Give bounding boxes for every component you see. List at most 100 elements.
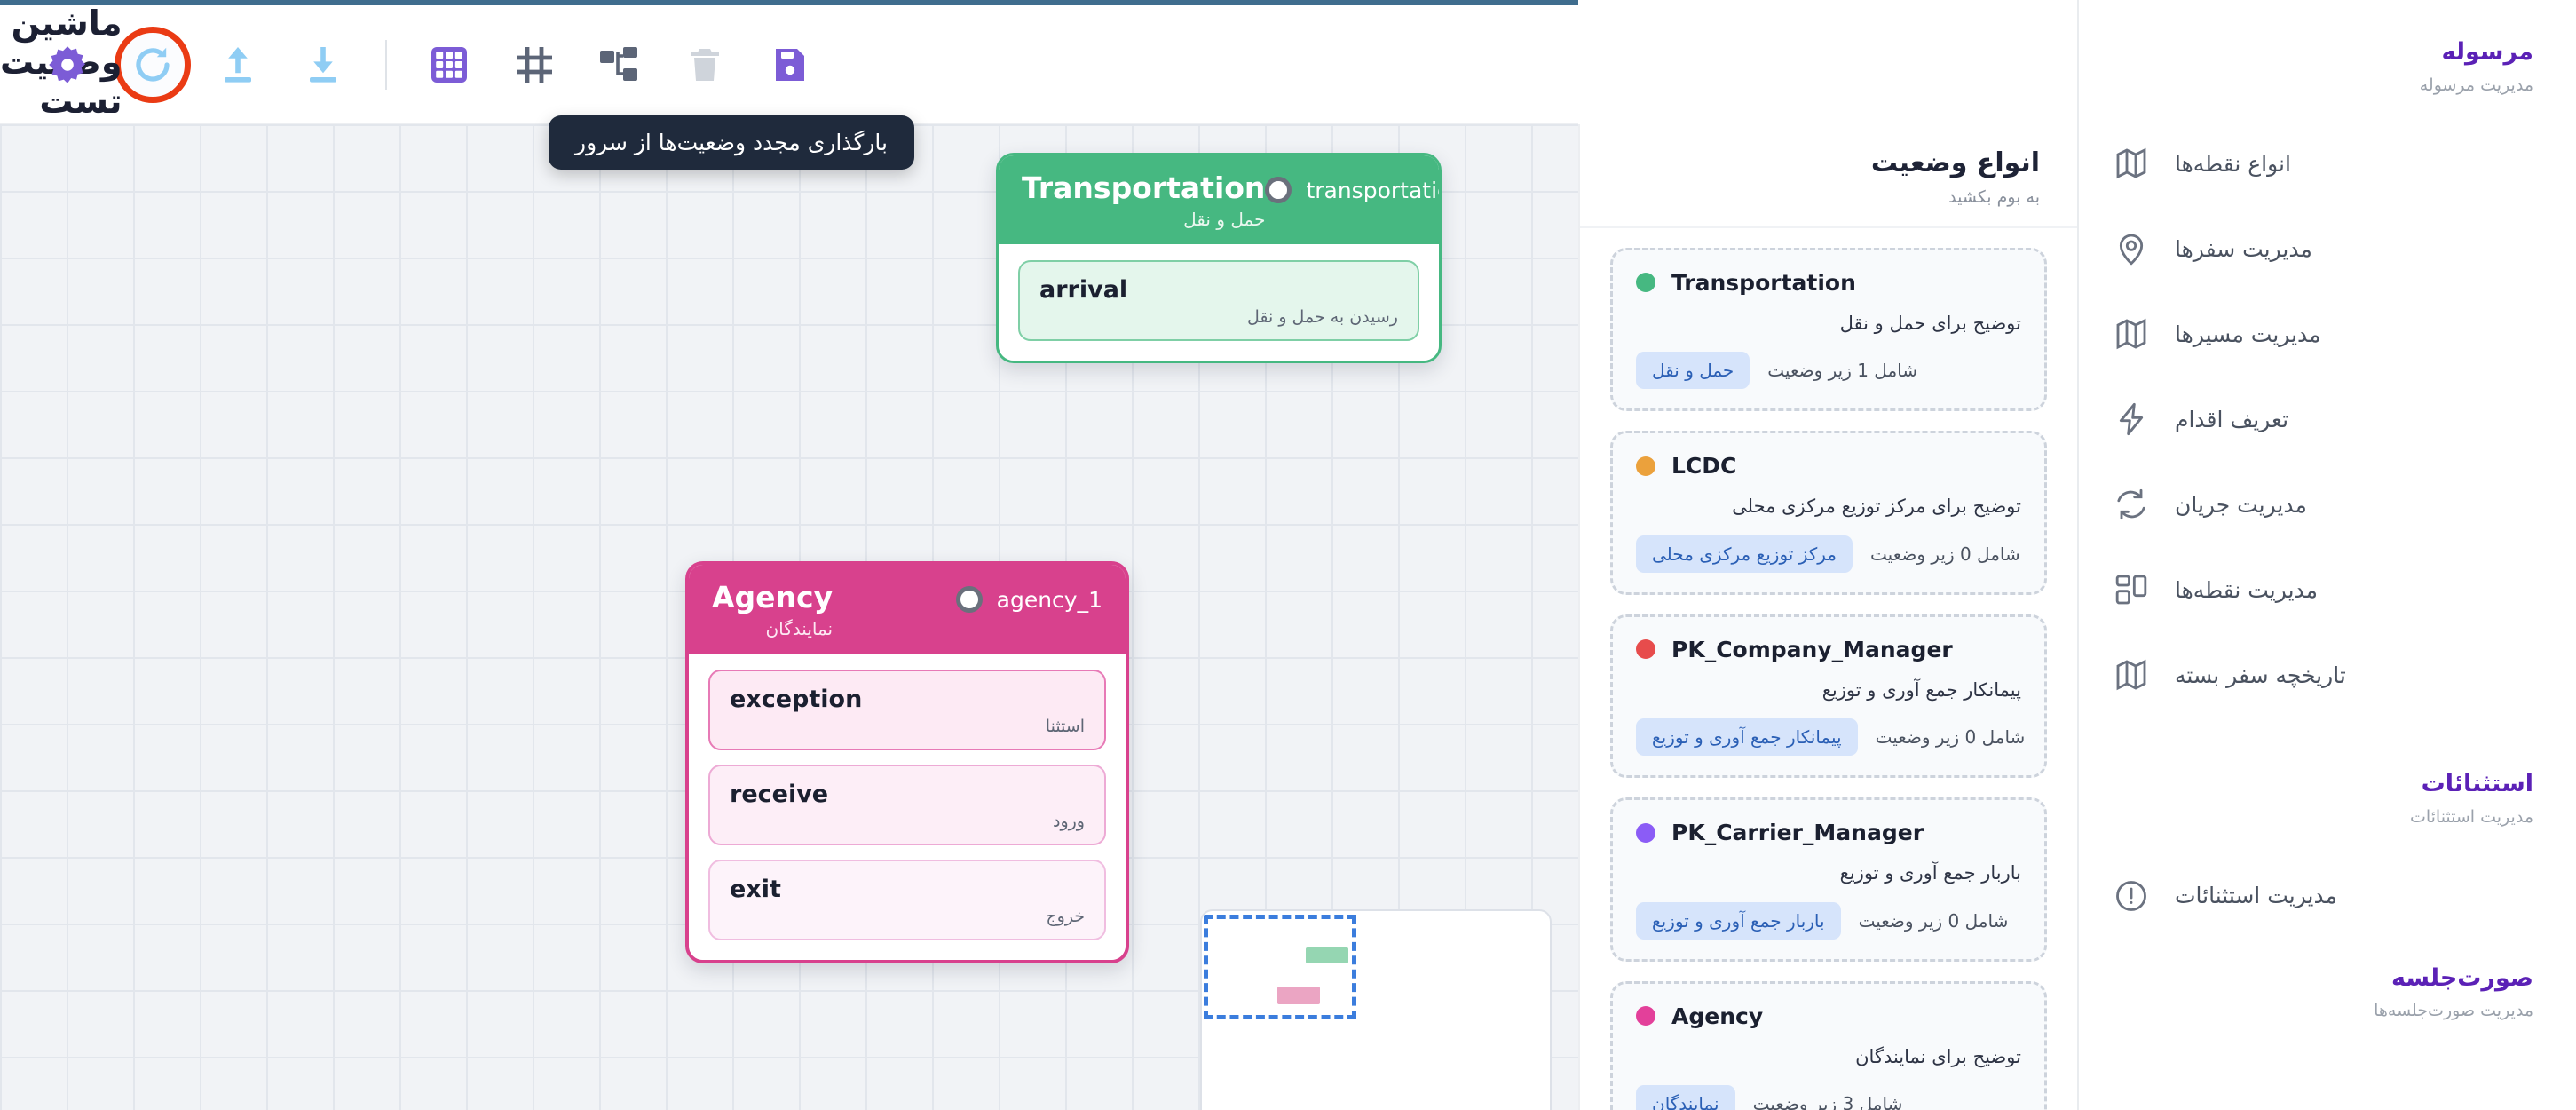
download-icon bbox=[310, 47, 336, 83]
minimap-node-agency bbox=[1277, 987, 1320, 1004]
sidebar-group-parcel: مرسوله مدیریت مرسوله bbox=[2104, 36, 2533, 98]
card-footer: شامل 0 زیر وضعیت مرکز توزیع مرکزی محلی bbox=[1636, 535, 2021, 573]
sidebar-item-parcel-history[interactable]: تاریخچه سفر بسته bbox=[2104, 632, 2533, 718]
state-type-card[interactable]: Transportation توضیح برای حمل و نقل شامل… bbox=[1610, 247, 2047, 411]
sub-state-name: receive bbox=[730, 780, 829, 808]
sidebar-spacer bbox=[2104, 718, 2533, 767]
card-top: PK_Company_Manager bbox=[1636, 637, 2021, 662]
alert-circle-icon bbox=[2111, 876, 2152, 916]
node-header-left: Transportation حمل و نقل bbox=[1022, 171, 1265, 230]
sidebar-item-actions[interactable]: تعریف اقدام bbox=[2104, 377, 2533, 462]
sidebar-item-flow[interactable]: مدیریت جریان bbox=[2104, 462, 2533, 547]
node-header-right: agency_1 bbox=[955, 581, 1102, 613]
card-footer: شامل 3 زیر وضعیت نمایندگان bbox=[1636, 1085, 2021, 1110]
state-type-card[interactable]: PK_Carrier_Manager باربار جمع آوری و توز… bbox=[1610, 797, 2047, 962]
snap-grid-button[interactable] bbox=[407, 22, 492, 107]
sidebar-item-label: انواع نقطه‌ها bbox=[2175, 150, 2291, 177]
card-top: LCDC bbox=[1636, 453, 2021, 479]
state-type-color-dot bbox=[1636, 822, 1655, 843]
sub-state-desc: رسیدن به حمل و نقل bbox=[1247, 306, 1398, 327]
sidebar-item-point-management[interactable]: مدیریت نقطه‌ها bbox=[2104, 547, 2533, 632]
sidebar-item-exception-management[interactable]: مدیریت استثنائات bbox=[2104, 853, 2533, 939]
sidebar-item-label: مدیریت سفرها bbox=[2175, 235, 2312, 262]
node-subtitle: نمایندگان bbox=[765, 617, 834, 639]
bolt-icon bbox=[2111, 399, 2152, 440]
sub-state-item[interactable]: arrival رسیدن به حمل و نقل bbox=[1018, 259, 1419, 341]
map-icon bbox=[2111, 654, 2152, 695]
state-type-card[interactable]: LCDC توضیح برای مرکز توزیع مرکزی محلی شا… bbox=[1610, 431, 2047, 595]
sub-state-name: arrival bbox=[1039, 275, 1128, 304]
sidebar-item-point-types[interactable]: انواع نقطه‌ها bbox=[2104, 121, 2533, 206]
sidebar-group-exceptions: استثنائات مدیریت استثنائات bbox=[2104, 767, 2533, 829]
card-top: PK_Carrier_Manager bbox=[1636, 820, 2021, 845]
state-type-card[interactable]: PK_Company_Manager پیمانکار جمع آوری و ت… bbox=[1610, 614, 2047, 778]
canvas-minimap[interactable] bbox=[1200, 909, 1552, 1110]
sidebar-item-label: مدیریت استثنائات bbox=[2175, 883, 2337, 909]
sidebar-item-label: تاریخچه سفر بسته bbox=[2175, 662, 2346, 688]
refresh-icon bbox=[136, 47, 170, 82]
minimap-viewport[interactable] bbox=[1204, 915, 1356, 1019]
card-footer: شامل 0 زیر وضعیت پیمانکار جمع آوری و توز… bbox=[1636, 718, 2025, 756]
sub-state-item[interactable]: receive ورود bbox=[708, 764, 1106, 845]
delete-button[interactable] bbox=[662, 22, 747, 107]
upload-icon bbox=[225, 47, 251, 83]
sub-state-desc: خروج bbox=[1046, 906, 1085, 926]
sidebar-group-subtitle: مدیریت استثنائات bbox=[2409, 807, 2533, 828]
reload-states-button[interactable] bbox=[110, 22, 195, 107]
toolbar-accent-bar bbox=[0, 0, 1578, 5]
sub-state-item[interactable]: exit خروج bbox=[708, 859, 1106, 940]
state-type-card[interactable]: Agency توضیح برای نمایندگان شامل 3 زیر و… bbox=[1610, 980, 2047, 1110]
state-type-name: PK_Carrier_Manager bbox=[1671, 820, 1924, 845]
trash-icon bbox=[691, 49, 719, 81]
node-transportation[interactable]: Transportation حمل و نقل transportation_… bbox=[996, 153, 1442, 363]
sidebar-group-subtitle: مدیریت مرسوله bbox=[2419, 75, 2533, 95]
flow-canvas[interactable]: Transportation حمل و نقل transportation_… bbox=[0, 124, 1578, 1110]
state-type-description: توضیح برای مرکز توزیع مرکزی محلی bbox=[1732, 496, 2021, 517]
state-type-name: PK_Company_Manager bbox=[1671, 636, 1953, 662]
sidebar-item-label: مدیریت مسیرها bbox=[2175, 321, 2321, 347]
state-type-color-dot bbox=[1636, 273, 1655, 292]
sidebar-item-label: مدیریت جریان bbox=[2175, 491, 2307, 518]
import-button[interactable] bbox=[281, 22, 366, 107]
node-header[interactable]: Transportation حمل و نقل transportation_… bbox=[999, 155, 1439, 244]
node-id: agency_1 bbox=[996, 586, 1102, 613]
sidebar-item-trips[interactable]: مدیریت سفرها bbox=[2104, 206, 2533, 291]
card-top: Transportation bbox=[1636, 270, 2021, 296]
node-header[interactable]: Agency نمایندگان agency_1 bbox=[689, 565, 1126, 654]
grid-filled-icon bbox=[431, 47, 467, 83]
sub-state-item[interactable]: exception استثنا bbox=[708, 669, 1106, 750]
node-header-left: Agency نمایندگان bbox=[712, 581, 833, 639]
sidebar-item-label: تعریف اقدام bbox=[2175, 406, 2289, 432]
toolbar-divider bbox=[385, 40, 387, 90]
top-toolbar: ماشین وضعیت تست bbox=[0, 0, 1578, 170]
node-connection-port[interactable] bbox=[1265, 177, 1292, 203]
sub-state-desc: استثنا bbox=[1045, 716, 1085, 736]
sidebar-item-label: مدیریت نقطه‌ها bbox=[2175, 576, 2319, 603]
node-connection-port[interactable] bbox=[955, 586, 983, 613]
toggle-grid-button[interactable] bbox=[492, 22, 577, 107]
refresh-icon bbox=[2111, 484, 2152, 525]
state-type-name: Transportation bbox=[1671, 269, 1856, 296]
export-button[interactable] bbox=[195, 22, 281, 107]
state-type-color-dot bbox=[1636, 456, 1655, 476]
toolbar-buttons bbox=[25, 5, 833, 124]
state-types-title: انواع وضعیت bbox=[1870, 147, 2040, 178]
state-types-list: Transportation توضیح برای حمل و نقل شامل… bbox=[1580, 228, 2077, 1110]
reload-tooltip: بارگذاری مجدد وضعیت‌ها از سرور bbox=[549, 115, 914, 170]
sub-state-desc: ورود bbox=[1053, 811, 1085, 831]
state-type-color-dot bbox=[1636, 639, 1655, 659]
sidebar-item-routes[interactable]: مدیریت مسیرها bbox=[2104, 291, 2533, 377]
settings-button[interactable] bbox=[25, 22, 110, 107]
sub-state-count: شامل 3 زیر وضعیت bbox=[1752, 1093, 1903, 1110]
auto-layout-button[interactable] bbox=[577, 22, 662, 107]
node-agency[interactable]: Agency نمایندگان agency_1 exception استث… bbox=[685, 561, 1129, 963]
sidebar-spacer bbox=[2104, 939, 2533, 962]
state-type-description: توضیح برای نمایندگان bbox=[1855, 1045, 2021, 1067]
node-id: transportation_1 bbox=[1306, 177, 1439, 203]
sidebar-items-parcel: انواع نقطه‌ها مدیریت سفرها مدیریت م bbox=[2104, 121, 2533, 718]
main-sidebar: مرسوله مدیریت مرسوله انواع نقطه‌ها مدیری… bbox=[2077, 0, 2576, 1110]
sidebar-group-title: مرسوله bbox=[2441, 38, 2533, 66]
save-button[interactable] bbox=[747, 22, 833, 107]
state-types-header: انواع وضعیت به بوم بکشید bbox=[1580, 124, 2077, 228]
node-subtitle: حمل و نقل bbox=[1183, 208, 1266, 230]
